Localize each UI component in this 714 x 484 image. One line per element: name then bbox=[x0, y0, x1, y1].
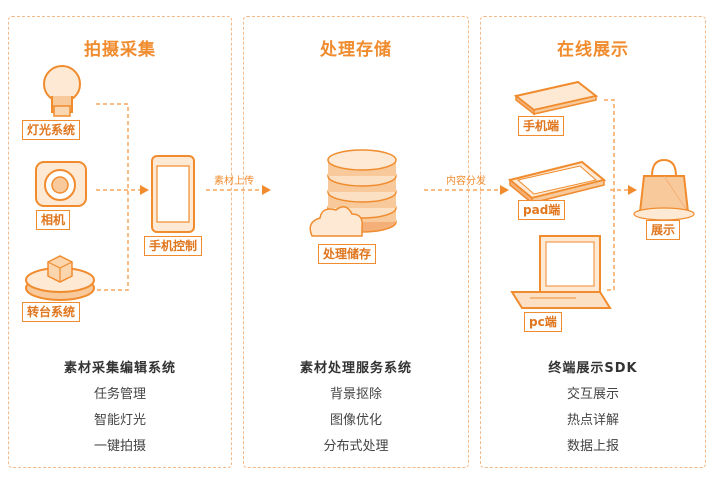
arrow-upload bbox=[262, 185, 271, 195]
feature-storage-3: 分布式处理 bbox=[323, 439, 389, 454]
display-connectors bbox=[604, 99, 628, 291]
arrow-distribute bbox=[500, 185, 509, 195]
arrow-to-display bbox=[628, 185, 637, 195]
shopping-bag-icon bbox=[633, 158, 695, 221]
tablet-icon bbox=[507, 160, 607, 205]
pad-tag: pad端 bbox=[518, 200, 566, 220]
phone-control-icon bbox=[151, 155, 195, 233]
pc-tag: pc端 bbox=[524, 312, 562, 332]
capture-connectors bbox=[96, 103, 140, 291]
panel-title-capture: 拍摄采集 bbox=[84, 40, 156, 60]
feature-display-2: 热点详解 bbox=[566, 413, 619, 428]
arrow-to-phone bbox=[140, 185, 149, 195]
panel-display: 在线展示 终端展示SDK 交互展示 热点详解 数据上报 bbox=[480, 16, 706, 468]
system-title-capture: 素材采集编辑系统 bbox=[63, 361, 176, 376]
storage-icon bbox=[309, 149, 397, 237]
lamp-icon bbox=[43, 65, 81, 117]
feature-display-3: 数据上报 bbox=[566, 439, 619, 454]
turntable-system-tag: 转台系统 bbox=[22, 302, 81, 322]
panel-storage: 处理存储 素材处理服务系统 背景抠除 图像优化 分布式处理 bbox=[243, 16, 469, 468]
display-tag: 展示 bbox=[646, 220, 681, 240]
phone-control-tag: 手机控制 bbox=[144, 236, 203, 256]
camera-icon bbox=[35, 161, 87, 207]
panel-title-display: 在线展示 bbox=[557, 40, 629, 60]
upload-flow-label: 素材上传 bbox=[214, 176, 254, 187]
feature-capture-1: 任务管理 bbox=[93, 387, 146, 402]
laptop-icon bbox=[510, 235, 612, 309]
process-store-tag: 处理储存 bbox=[318, 244, 377, 264]
mobile-device-icon bbox=[513, 80, 599, 116]
mobile-tag: 手机端 bbox=[518, 116, 565, 136]
lamp-system-tag: 灯光系统 bbox=[22, 120, 81, 140]
system-title-storage: 素材处理服务系统 bbox=[299, 361, 412, 376]
feature-capture-3: 一键拍摄 bbox=[93, 439, 146, 454]
camera-tag: 相机 bbox=[36, 210, 71, 230]
distribute-flow-label: 内容分发 bbox=[446, 176, 486, 187]
panel-capture: 拍摄采集 素材采集编辑系统 任务管理 智能灯光 一键拍摄 bbox=[8, 16, 232, 468]
turntable-icon bbox=[25, 255, 95, 301]
panel-title-storage: 处理存储 bbox=[320, 40, 392, 60]
feature-display-1: 交互展示 bbox=[566, 387, 619, 402]
feature-capture-2: 智能灯光 bbox=[93, 413, 146, 428]
feature-storage-1: 背景抠除 bbox=[329, 387, 382, 402]
feature-storage-2: 图像优化 bbox=[329, 413, 382, 428]
system-title-display: 终端展示SDK bbox=[548, 361, 638, 376]
